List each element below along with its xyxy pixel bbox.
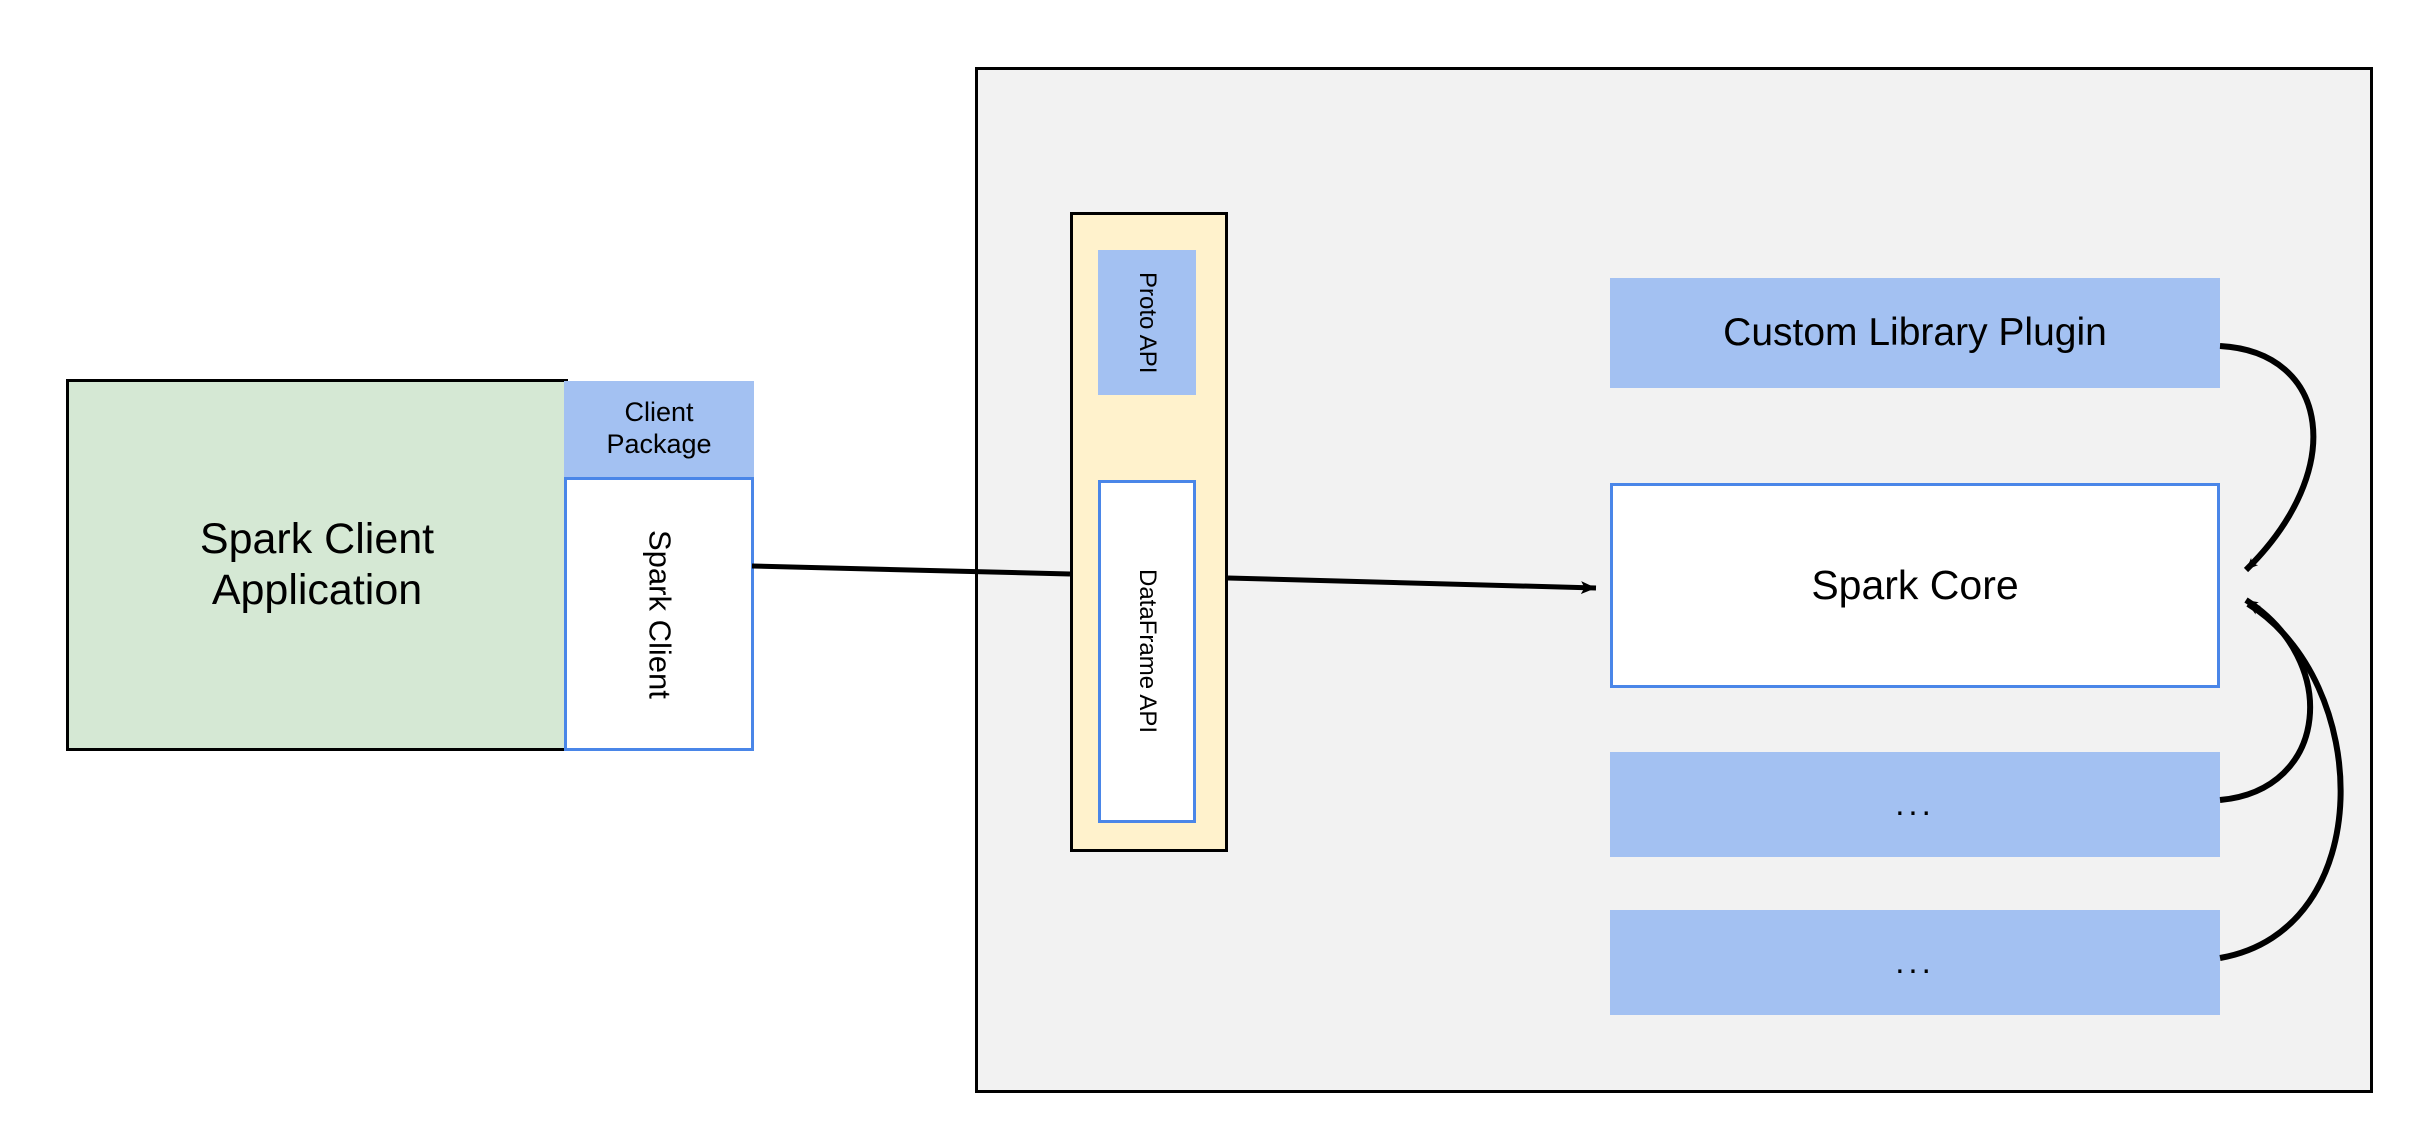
spark-client-box[interactable]: Spark Client <box>564 477 754 751</box>
ellipsis-box-1[interactable]: ... <box>1610 752 2220 857</box>
spark-client-application-box[interactable]: Spark Client Application <box>66 379 568 751</box>
proto-api-label: Proto API <box>1134 271 1162 374</box>
ellipsis-box-2[interactable]: ... <box>1610 910 2220 1015</box>
ellipsis-box-2-label: ... <box>1895 943 1935 981</box>
client-package-label: Client Package <box>606 397 712 459</box>
dataframe-api-box[interactable]: DataFrame API <box>1098 480 1196 823</box>
proto-api-box[interactable]: Proto API <box>1098 250 1196 395</box>
spark-core-label: Spark Core <box>1811 562 2019 609</box>
custom-library-plugin-label: Custom Library Plugin <box>1723 310 2107 354</box>
spark-client-label: Spark Client <box>642 529 678 699</box>
client-package-box[interactable]: Client Package <box>564 381 754 477</box>
ellipsis-box-1-label: ... <box>1895 785 1935 823</box>
dataframe-api-label: DataFrame API <box>1134 569 1162 734</box>
spark-client-application-label: Spark Client Application <box>199 515 435 614</box>
custom-library-plugin-box[interactable]: Custom Library Plugin <box>1610 278 2220 388</box>
spark-core-box[interactable]: Spark Core <box>1610 483 2220 688</box>
